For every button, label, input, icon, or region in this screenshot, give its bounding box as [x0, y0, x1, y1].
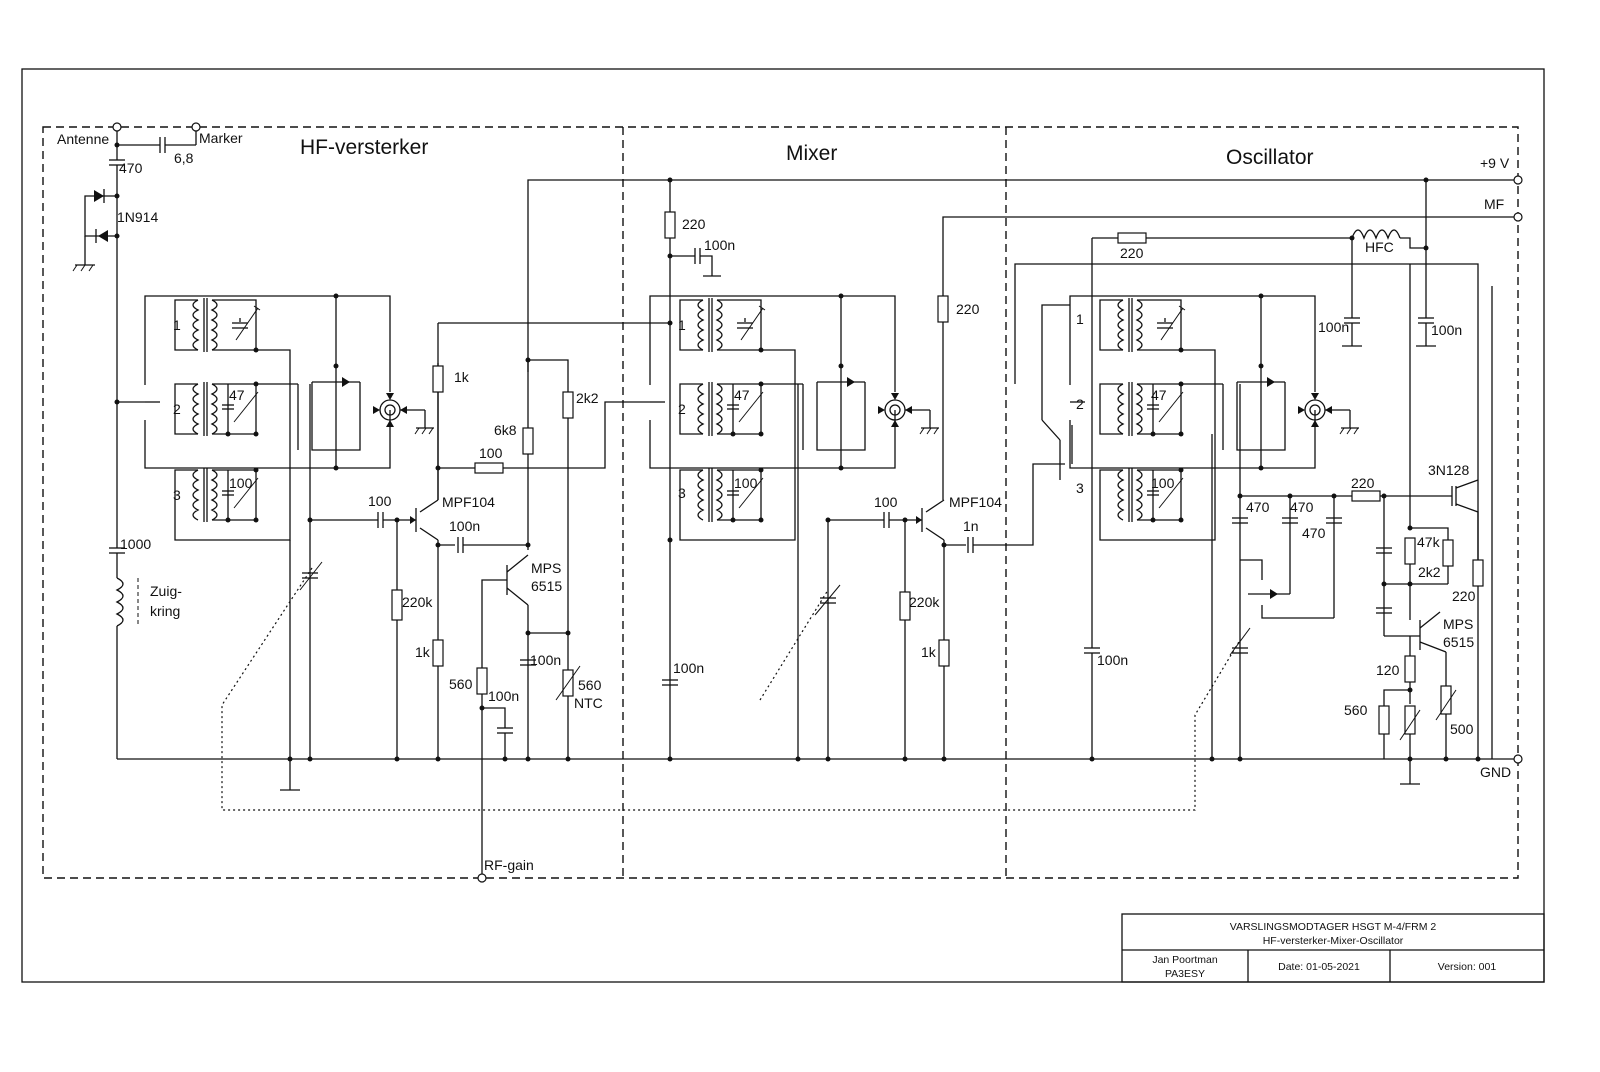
section-title-mixer: Mixer: [786, 142, 837, 165]
mf-label: MF: [1484, 196, 1504, 212]
title-block-title: VARSLINGSMODTAGER HSGT M-4/FRM 2: [1230, 921, 1437, 933]
supply-label: +9 V: [1480, 155, 1510, 171]
mixer-cin-label: 100: [874, 494, 898, 510]
c470-label: 470: [119, 160, 143, 176]
zuigkring-label-2: kring: [150, 603, 180, 619]
title-block: [1121, 913, 1545, 983]
hf-c100n-c-label: 100n: [530, 652, 561, 668]
hf-r6k8-label: 6k8: [494, 422, 517, 438]
osc-r560-label: 560: [1344, 702, 1368, 718]
zuigkring-label-1: Zuig-: [150, 583, 182, 599]
diode-label: 1N914: [117, 209, 158, 225]
oscillator-coil-bank: [1069, 292, 1360, 541]
title-block-version: Version: 001: [1438, 961, 1497, 973]
mixer-fet-label: MPF104: [949, 494, 1002, 510]
hf-r220k-label: 220k: [402, 594, 433, 610]
mixer-coil2-label: 2: [678, 401, 686, 417]
antenna-terminal[interactable]: [112, 122, 122, 132]
osc-r2k2-label: 2k2: [1418, 564, 1441, 580]
osc-coil3-label: 3: [1076, 480, 1084, 496]
supply-terminal[interactable]: [1513, 175, 1523, 185]
hf-r1k-top-label: 1k: [454, 369, 470, 385]
hf-coil1-label: 1: [173, 317, 181, 333]
mixer-r220-label: 220: [682, 216, 706, 232]
ground-rail: [117, 754, 1523, 764]
drawing-frame: [21, 68, 1545, 983]
osc-r220-mid-label: 220: [1351, 475, 1375, 491]
c6-8-label: 6,8: [174, 150, 194, 166]
osc-hfc-label: HFC: [1365, 239, 1394, 255]
title-block-subtitle: HF-versterker-Mixer-Oscillator: [1263, 935, 1404, 947]
marker-label: Marker: [199, 130, 243, 146]
osc-c47-label: 47: [1151, 387, 1167, 403]
mixer-coil3-label: 3: [678, 485, 686, 501]
section-title-hf: HF-versterker: [300, 136, 428, 159]
osc-r47k-label: 47k: [1417, 534, 1441, 550]
antenna-input: [72, 122, 201, 759]
osc-c470-c-label: 470: [1302, 525, 1326, 541]
osc-c100n-b-label: 100n: [1431, 322, 1462, 338]
hf-c100-label: 100: [229, 475, 253, 491]
osc-mps-label-1: MPS: [1443, 616, 1473, 632]
gang-tuning-link: [221, 567, 1241, 811]
osc-c100-label: 100: [1151, 475, 1175, 491]
gnd-terminal[interactable]: [1513, 754, 1523, 764]
hf-coil3-label: 3: [173, 487, 181, 503]
hf-coil2-label: 2: [173, 401, 181, 417]
rf-gain-label: RF-gain: [484, 857, 534, 873]
mixer-r220-mf-label: 220: [956, 301, 980, 317]
hf-coil-bank: [144, 293, 434, 541]
mf-terminal[interactable]: [1513, 212, 1523, 222]
title-block-author: Jan Poortman: [1152, 954, 1218, 966]
mixer-stage: [662, 177, 1065, 762]
osc-c470-a-label: 470: [1246, 499, 1270, 515]
mixer-r1k-label: 1k: [921, 644, 937, 660]
osc-coil2-label: 2: [1076, 396, 1084, 412]
hf-r100-label: 100: [479, 445, 503, 461]
hf-r2k2-label: 2k2: [576, 390, 599, 406]
supply-rail: [527, 175, 1523, 372]
mixer-r220k-label: 220k: [909, 594, 940, 610]
osc-mosfet-label: 3N128: [1428, 462, 1469, 478]
title-block-date: Date: 01-05-2021: [1278, 961, 1360, 973]
oscillator-stage: [1014, 177, 1493, 785]
c1000-label: 1000: [120, 536, 151, 552]
section-title-oscillator: Oscillator: [1226, 146, 1314, 169]
mixer-c1n-label: 1n: [963, 518, 979, 534]
hf-c47-label: 47: [229, 387, 245, 403]
osc-mps-label-2: 6515: [1443, 634, 1474, 650]
hf-r560-label: 560: [449, 676, 473, 692]
hf-c100n-a-label: 100n: [449, 518, 480, 534]
osc-coil1-label: 1: [1076, 311, 1084, 327]
mixer-coil1-label: 1: [678, 317, 686, 333]
hf-mps-label-1: MPS: [531, 560, 561, 576]
osc-c100n-c-label: 100n: [1097, 652, 1128, 668]
osc-c470-b-label: 470: [1290, 499, 1314, 515]
mixer-c100n-bot-label: 100n: [673, 660, 704, 676]
hf-fet-label: MPF104: [442, 494, 495, 510]
mf-rail: [942, 212, 1523, 300]
osc-r120-label: 120: [1376, 662, 1400, 678]
hf-mps-label-2: 6515: [531, 578, 562, 594]
osc-r220-top-label: 220: [1120, 245, 1144, 261]
hf-ntc-label-2: NTC: [574, 695, 603, 711]
hf-ntc-label-1: 560: [578, 677, 602, 693]
rf-gain-terminal[interactable]: [477, 873, 487, 883]
mixer-c47-label: 47: [734, 387, 750, 403]
hf-amplifier-stage: [280, 322, 668, 883]
title-block-callsign: PA3ESY: [1165, 968, 1205, 980]
gnd-label: GND: [1480, 764, 1511, 780]
section-boundaries: [42, 126, 1519, 879]
hf-c100n-b-label: 100n: [488, 688, 519, 704]
mixer-c100-label: 100: [734, 475, 758, 491]
osc-r220-right-label: 220: [1452, 588, 1476, 604]
osc-c100n-a-label: 100n: [1318, 319, 1349, 335]
hf-r1k-label: 1k: [415, 644, 431, 660]
antenna-label: Antenne: [57, 131, 109, 147]
hf-cin-label: 100: [368, 493, 392, 509]
mixer-c100n-top-label: 100n: [704, 237, 735, 253]
osc-r500-label: 500: [1450, 721, 1474, 737]
